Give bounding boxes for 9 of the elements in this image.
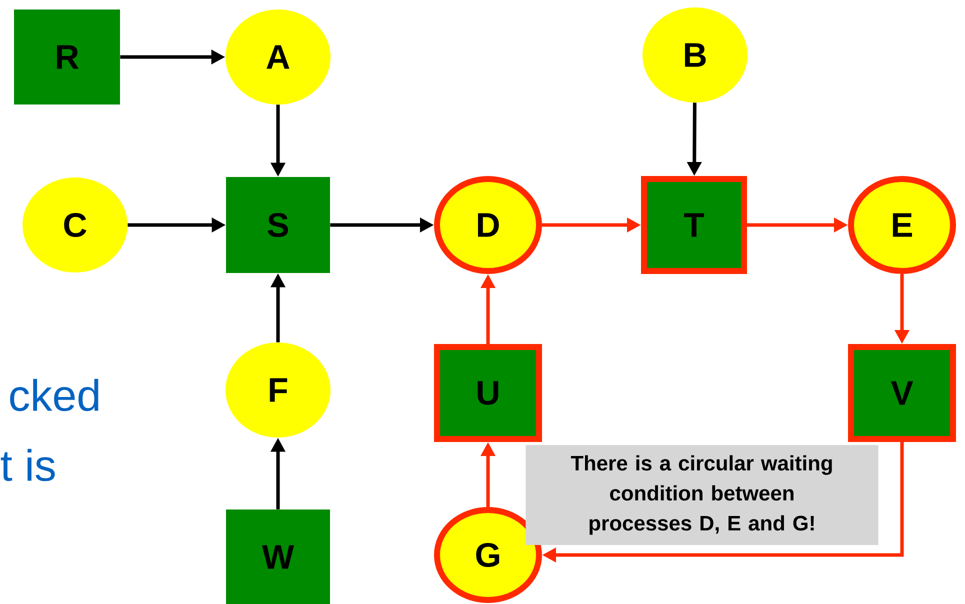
resource-box: R [14, 10, 120, 104]
resource-box: V [848, 344, 956, 442]
slide-text: cked [10, 378, 98, 412]
resource-box: T [641, 176, 747, 274]
resource-box: W [226, 510, 330, 604]
slide-text: t is [0, 448, 55, 482]
note-box: There is a circular waiting condition between processes D, E and G! [526, 445, 878, 545]
resource-box: U [434, 344, 542, 442]
resource-box: S [226, 177, 330, 273]
